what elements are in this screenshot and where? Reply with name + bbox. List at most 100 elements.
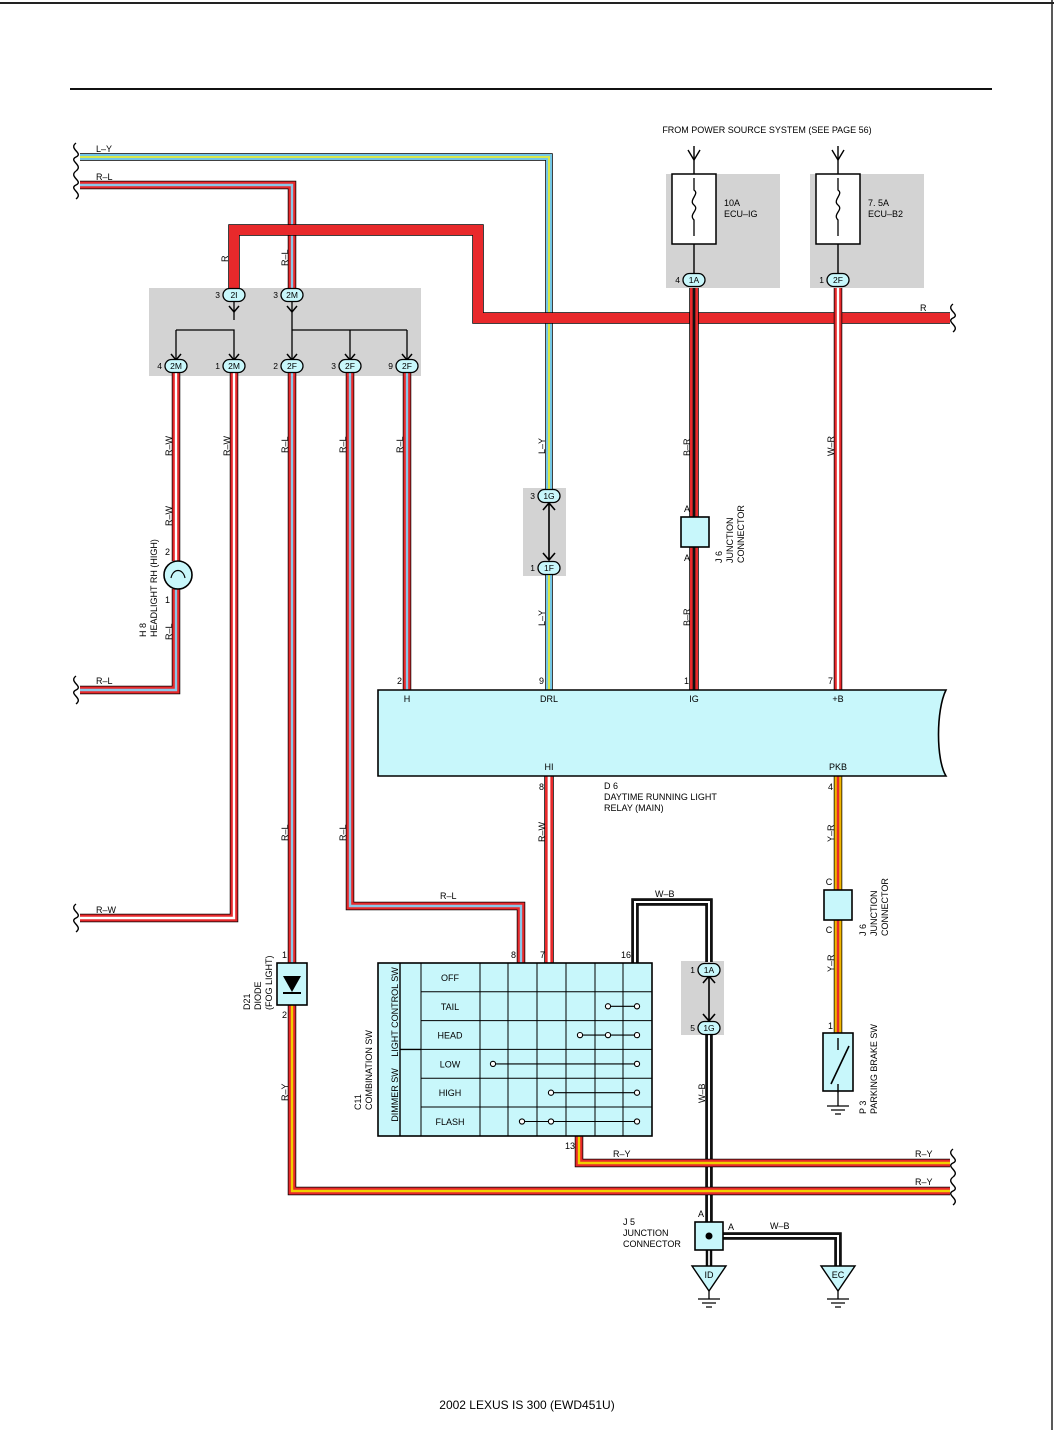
switch-row-off: OFF [441, 973, 459, 983]
wire-r-main-outer [229, 225, 950, 323]
wire-rl-switch [345, 372, 526, 963]
switch-pin-7: 7 [540, 950, 545, 960]
switch-pin-13: 13 [565, 1141, 575, 1151]
wire-label-yr: Y–R [826, 954, 836, 972]
wire-break-mark [73, 142, 79, 172]
j6-bottom-id: J 6 [858, 924, 868, 936]
wire-label-rw: R–W [96, 905, 117, 915]
connector-bottom-4-pin: 9 [388, 361, 393, 371]
diode-pin-top: 1 [282, 950, 287, 960]
switch-contact [633, 1089, 641, 1096]
connector-bottom-4-id: 2F [402, 361, 412, 371]
wire-wb-switch-inner [633, 900, 711, 963]
switch-contact [633, 1031, 641, 1039]
components [163, 173, 948, 1293]
parking-brake-name: PARKING BRAKE SW [869, 1024, 879, 1114]
wire-rl-switch-inner [348, 372, 523, 963]
wire-rw-left-inner [80, 372, 236, 920]
connector-bottom-2-pin: 2 [273, 361, 278, 371]
wire-label-ly: L–Y [96, 144, 112, 154]
connector-bottom-0-id: 2M [170, 361, 182, 371]
relay-terminal-DRL: DRL [540, 694, 558, 704]
connector-1f-pin: 1 [530, 563, 535, 573]
j6-bottom-pin: C [826, 877, 833, 887]
headlight-pin-bottom: 1 [165, 595, 170, 605]
wire-label-wb: W–B [770, 1221, 790, 1231]
j6-top-connector [680, 516, 710, 548]
connector-1f-id: 1F [544, 563, 554, 573]
connector-bottom-4 [395, 358, 419, 374]
switch-row-flash: FLASH [435, 1117, 464, 1127]
ground-symbol-icon [698, 1291, 720, 1308]
connector-fuse-1a-id: 1A [689, 275, 700, 285]
parking-brake-pin: 1 [828, 1021, 833, 1031]
relay-pin: 9 [539, 676, 544, 686]
wire-label-wb: W–B [697, 1083, 707, 1103]
connector-bottom-2 [280, 358, 304, 374]
wire-label-rw: R–W [164, 505, 174, 526]
connector-bottom-0-pin: 4 [157, 361, 162, 371]
connector-bottom-3-id: 2F [345, 361, 355, 371]
switch-contact [547, 1089, 555, 1096]
relay-terminal-H: H [404, 694, 411, 704]
fuse-ecu-b2-element [835, 178, 841, 236]
switch-row-tail: TAIL [441, 1002, 459, 1012]
wire-break-mark [950, 1148, 956, 1178]
wire-wb-ec-outer [723, 1233, 841, 1266]
j6-bottom-pin: C [826, 925, 833, 935]
switch-contact [604, 1003, 612, 1010]
connector-2i-pin: 3 [215, 290, 220, 300]
switch-dimmer-group: DIMMER SW [390, 1068, 400, 1122]
connector-fuse-2f-pin: 1 [819, 275, 824, 285]
connector-2i-id: 2I [230, 290, 237, 300]
wire-label-rl: R–L [96, 676, 113, 686]
headlight-bulb-icon [163, 560, 193, 590]
wire-break-mark [73, 170, 79, 200]
wire-rl-top [80, 180, 297, 288]
j6-top-pin: A [684, 504, 690, 514]
j6-top-line1: JUNCTION [725, 518, 735, 564]
connector-bottom-0 [164, 358, 188, 374]
ground-id-label: ID [705, 1270, 715, 1280]
wire-ry-switch [574, 1136, 950, 1168]
ground-id-icon [690, 1265, 728, 1293]
wire-break-mark [950, 1176, 956, 1206]
connector-arrow-icon [286, 305, 298, 314]
connector-1g-pin: 3 [530, 491, 535, 501]
wire-label-wb: W–B [655, 889, 675, 899]
j6-top-id: J 6 [714, 551, 724, 563]
relay-terminal-pkb: PKB [829, 762, 847, 772]
wire-label-br: B–R [682, 608, 692, 626]
wire-label-ly: L–Y [537, 610, 547, 626]
switch-contact [633, 1118, 641, 1125]
switch-id: C11 [353, 1094, 363, 1110]
wire-ly-top-inner [80, 155, 551, 490]
wires [80, 153, 950, 1266]
wire-break-mark [950, 303, 956, 333]
relay-terminal-+B: +B [832, 694, 843, 704]
j6-top-pin: A [684, 553, 690, 563]
wire-rw-left [80, 372, 239, 923]
relay-pin: 7 [828, 676, 833, 686]
diode-line1: DIODE [253, 981, 263, 1010]
wire-wb-switch [631, 898, 713, 963]
connector-bottom-3 [338, 358, 362, 374]
j5-pin-a: A [698, 1209, 704, 1219]
connector-bottom-1-id: 2M [228, 361, 240, 371]
switch-row-head: HEAD [437, 1031, 463, 1041]
connector-bottom-2-id: 2F [287, 361, 297, 371]
relay-id: D 6 [604, 781, 618, 791]
wire-wb-ec [723, 1232, 842, 1266]
wire-label-rl: R–L [395, 436, 405, 453]
connector-1g-id: 1G [543, 491, 554, 501]
ground-symbol-icon [827, 1291, 849, 1308]
footer-title: 2002 LEXUS IS 300 (EWD451U) [439, 1398, 615, 1412]
wire-label-yr: Y–R [826, 824, 836, 842]
relay-pin: 4 [828, 782, 833, 792]
connector-1f [537, 560, 561, 576]
connector-2i [222, 287, 246, 303]
switch-contact [633, 1003, 641, 1010]
parking-brake-id: P 3 [858, 1101, 868, 1114]
wire-label-rl: R–L [164, 623, 174, 640]
